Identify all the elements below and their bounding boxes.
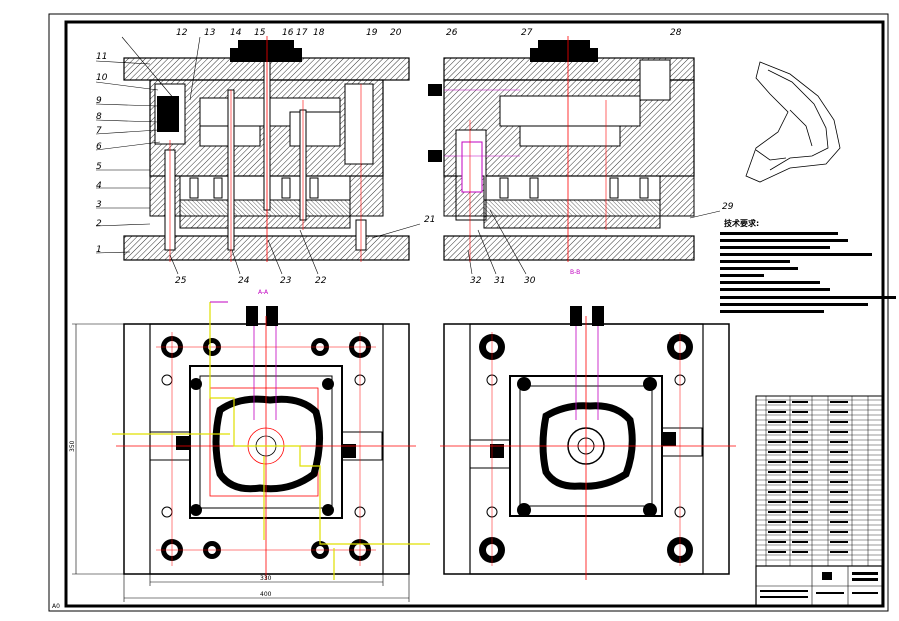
svg-text:26: 26 — [446, 28, 458, 38]
svg-text:3: 3 — [96, 200, 102, 210]
svg-text:6: 6 — [96, 142, 102, 152]
sheet-inner-border — [64, 20, 885, 608]
svg-text:11: 11 — [96, 52, 107, 62]
svg-text:12: 12 — [176, 28, 188, 38]
svg-text:28: 28 — [670, 28, 682, 38]
svg-text:29: 29 — [722, 202, 734, 212]
svg-text:14: 14 — [230, 28, 242, 38]
svg-text:10: 10 — [96, 73, 108, 83]
title-block — [755, 565, 883, 607]
section-label-a: A-A — [258, 289, 269, 296]
part-isometric — [745, 61, 841, 183]
part-labels-bottom: 25 24 23 22 32 31 30 — [175, 276, 536, 286]
part-labels-top: 12 13 14 15 16 17 18 19 20 26 27 28 — [176, 28, 682, 38]
parts-list-table — [755, 395, 883, 567]
svg-text:13: 13 — [204, 28, 216, 38]
svg-text:20: 20 — [390, 28, 402, 38]
svg-text:16: 16 — [282, 28, 294, 38]
part-labels-right: 21 29 — [424, 202, 734, 225]
section-view-right: B-B — [428, 36, 695, 276]
svg-text:4: 4 — [96, 181, 102, 191]
svg-text:31: 31 — [494, 276, 505, 286]
svg-text:15: 15 — [254, 28, 266, 38]
section-view-left — [123, 36, 410, 262]
svg-text:17: 17 — [296, 28, 308, 38]
svg-text:B-B: B-B — [570, 269, 580, 276]
svg-text:1: 1 — [96, 245, 102, 255]
leaders-left — [95, 36, 201, 254]
svg-text:32: 32 — [470, 276, 482, 286]
dim-height: 350 — [69, 440, 76, 452]
tech-requirements-lines — [720, 232, 896, 313]
svg-text:25: 25 — [175, 276, 187, 286]
svg-text:7: 7 — [96, 126, 102, 136]
svg-text:5: 5 — [96, 162, 102, 172]
svg-text:22: 22 — [315, 276, 327, 286]
svg-text:23: 23 — [280, 276, 292, 286]
svg-text:21: 21 — [424, 215, 435, 225]
svg-text:9: 9 — [96, 96, 102, 106]
plan-view-left — [112, 301, 430, 580]
part-labels-left: 11 10 9 8 7 6 5 4 3 2 1 — [96, 52, 108, 255]
svg-text:18: 18 — [313, 28, 325, 38]
tech-requirements-title: 技术要求: — [724, 218, 759, 228]
dimensions — [72, 323, 410, 602]
svg-text:24: 24 — [238, 276, 250, 286]
svg-text:2: 2 — [96, 219, 102, 229]
plan-view-right — [440, 306, 736, 580]
svg-text:8: 8 — [96, 112, 102, 122]
svg-text:27: 27 — [521, 28, 533, 38]
dim-width-inner: 330 — [260, 575, 272, 582]
svg-text:19: 19 — [366, 28, 378, 38]
corner-label: A0 — [52, 603, 60, 610]
dim-width-outer: 400 — [260, 591, 272, 598]
svg-text:30: 30 — [524, 276, 536, 286]
